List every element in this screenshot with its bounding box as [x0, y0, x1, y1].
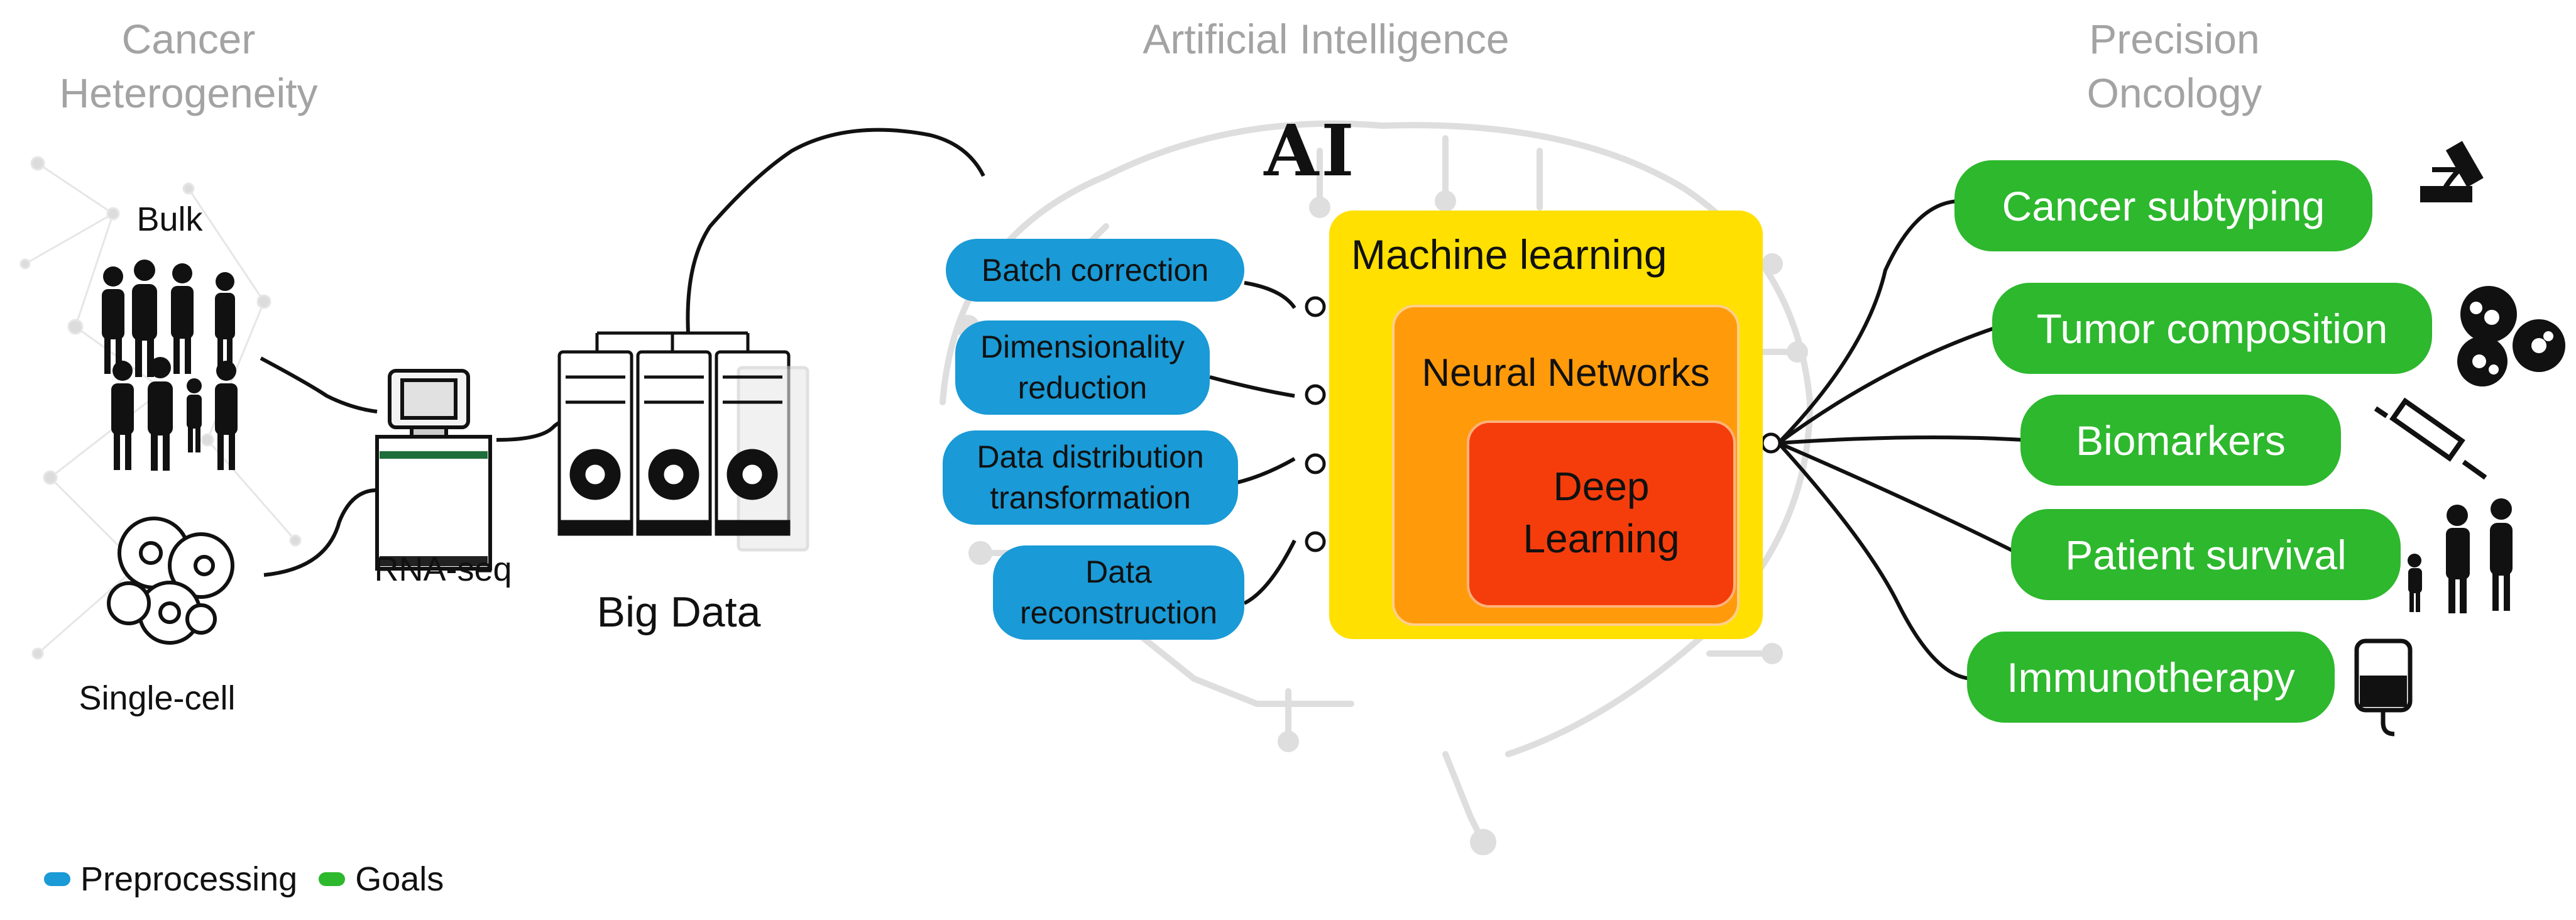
- legend: Preprocessing Goals: [44, 860, 444, 899]
- preprocessing-dimensionality-reduction: Dimensionality reduction: [955, 320, 1210, 415]
- connector-rings: [1305, 296, 1782, 552]
- single-cell-icon: [107, 517, 234, 645]
- section-title-cancer-heterogeneity: Cancer Heterogeneity: [59, 16, 318, 116]
- preprocessing-data-distribution-transformation: Data distribution transformation: [943, 430, 1238, 525]
- neural-networks-box: Neural Networks Deep Learning: [1392, 305, 1740, 626]
- machine-learning-box: Machine learning Neural Networks Deep Le…: [1329, 211, 1763, 639]
- goal-immunotherapy: Immunotherapy: [1967, 632, 2335, 723]
- neural-networks-label: Neural Networks: [1422, 351, 1710, 395]
- microscope-icon: [2420, 141, 2484, 202]
- goal-cancer-subtyping: Cancer subtyping: [1954, 160, 2372, 251]
- deep-learning-label: Deep Learning: [1523, 464, 1680, 562]
- syringe-icon: [2374, 397, 2487, 480]
- bulk-label: Bulk: [136, 200, 203, 238]
- big-data-label: Big Data: [596, 588, 761, 636]
- single-cell-label: Single-cell: [79, 679, 236, 717]
- sequencer-icon: [375, 369, 492, 571]
- iv-bag-icon: [2354, 638, 2413, 737]
- preprocessing-data-reconstruction: Data reconstruction: [993, 545, 1244, 640]
- section-title-artificial-intelligence: Artificial Intelligence: [1143, 16, 1510, 62]
- tumor-cells-icon: [2457, 286, 2565, 386]
- legend-goals-swatch: [319, 872, 346, 886]
- goal-biomarkers: Biomarkers: [2020, 395, 2341, 486]
- ai-logo: AI: [1264, 110, 1357, 192]
- section-title-precision-oncology: Precision Oncology: [2086, 16, 2262, 116]
- connector-lines: [260, 128, 2024, 681]
- cell-network-background: [19, 156, 302, 660]
- bulk-population-icon: [102, 260, 238, 471]
- preprocessing-batch-correction: Batch correction: [946, 239, 1244, 302]
- goal-patient-survival: Patient survival: [2011, 509, 2401, 600]
- legend-goals-label: Goals: [355, 860, 444, 898]
- legend-preprocessing-label: Preprocessing: [80, 860, 298, 898]
- goal-tumor-composition: Tumor composition: [1992, 283, 2432, 374]
- rna-seq-label: RNA-seq: [374, 550, 512, 588]
- legend-preprocessing-swatch: [44, 872, 70, 886]
- server-rack-icon: [557, 331, 809, 552]
- deep-learning-box: Deep Learning: [1467, 420, 1736, 608]
- patients-icon: [2408, 498, 2513, 613]
- machine-learning-label: Machine learning: [1351, 231, 1667, 278]
